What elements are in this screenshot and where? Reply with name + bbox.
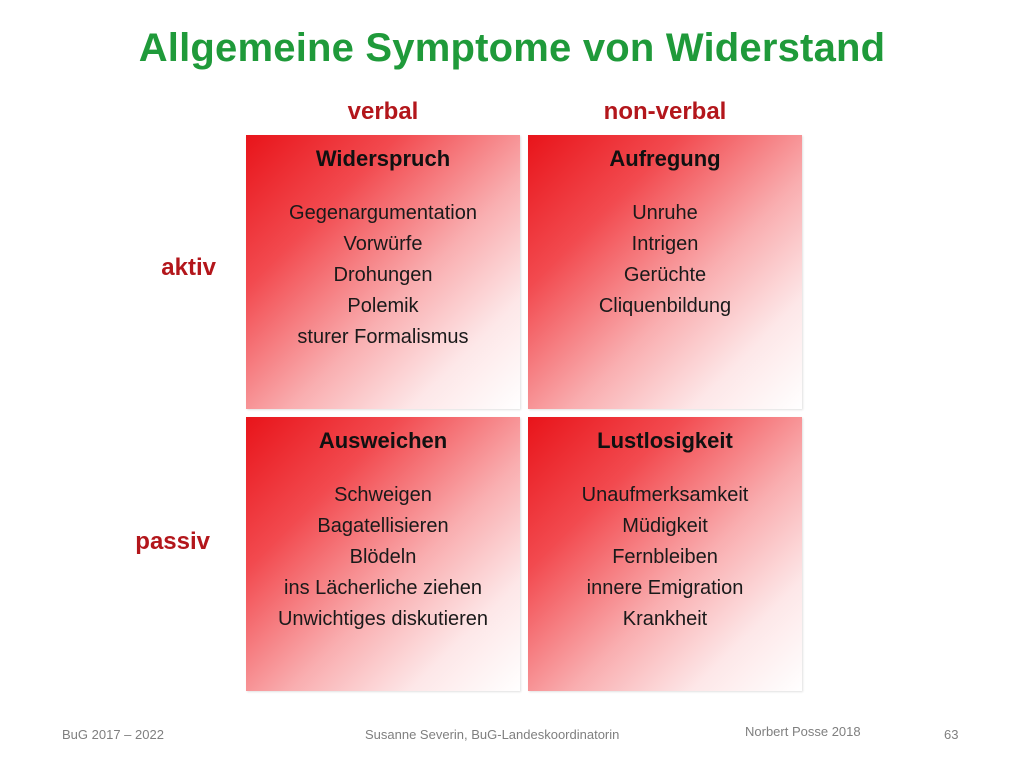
list-item: Gegenargumentation bbox=[289, 202, 477, 224]
list-item: Bagatellisieren bbox=[317, 515, 449, 537]
cell-title: Widerspruch bbox=[315, 146, 451, 171]
list-item: Gerüchte bbox=[623, 264, 707, 286]
column-header-verbal: verbal bbox=[347, 98, 419, 125]
list-item: Vorwürfe bbox=[343, 233, 423, 255]
list-item: sturer Formalismus bbox=[297, 326, 469, 348]
footer-program-dates: BuG 2017 – 2022 bbox=[62, 727, 164, 742]
column-header-non-verbal: non-verbal bbox=[603, 98, 727, 125]
cell-title: Aufregung bbox=[609, 146, 721, 171]
list-item: Polemik bbox=[347, 295, 419, 317]
matrix-cell-ausweichen: Ausweichen Schweigen Bagatellisieren Blö… bbox=[246, 417, 520, 691]
list-item: Intrigen bbox=[631, 233, 699, 255]
list-item: Unaufmerksamkeit bbox=[581, 484, 749, 506]
list-item: innere Emigration bbox=[586, 577, 744, 599]
row-header-aktiv: aktiv bbox=[161, 254, 216, 281]
list-item: Krankheit bbox=[622, 608, 708, 630]
list-item: Schweigen bbox=[334, 484, 432, 506]
cell-title: Ausweichen bbox=[318, 428, 448, 453]
cell-item-list: Schweigen Bagatellisieren Blödeln ins Lä… bbox=[246, 480, 520, 635]
slide-title: Allgemeine Symptome von Widerstand bbox=[138, 26, 886, 70]
cell-item-list: Unruhe Intrigen Gerüchte Cliquenbildung bbox=[528, 198, 802, 322]
list-item: Unwichtiges diskutieren bbox=[277, 608, 489, 630]
footer-author-credit: Norbert Posse 2018 bbox=[745, 724, 861, 739]
list-item: Blödeln bbox=[349, 546, 417, 568]
footer-presenter: Susanne Severin, BuG-Landeskoordinatorin bbox=[365, 727, 620, 742]
matrix-cell-lustlosigkeit: Lustlosigkeit Unaufmerksamkeit Müdigkeit… bbox=[528, 417, 802, 691]
row-header-passiv: passiv bbox=[135, 528, 210, 555]
list-item: ins Lächerliche ziehen bbox=[284, 577, 482, 599]
list-item: Cliquenbildung bbox=[598, 295, 732, 317]
page-number: 63 bbox=[944, 727, 959, 742]
list-item: Müdigkeit bbox=[622, 515, 708, 537]
matrix-cell-widerspruch: Widerspruch Gegenargumentation Vorwürfe … bbox=[246, 135, 520, 409]
matrix-cell-aufregung: Aufregung Unruhe Intrigen Gerüchte Cliqu… bbox=[528, 135, 802, 409]
cell-item-list: Gegenargumentation Vorwürfe Drohungen Po… bbox=[246, 198, 520, 353]
list-item: Unruhe bbox=[632, 202, 698, 224]
list-item: Drohungen bbox=[333, 264, 433, 286]
cell-title: Lustlosigkeit bbox=[597, 428, 733, 453]
cell-item-list: Unaufmerksamkeit Müdigkeit Fernbleiben i… bbox=[528, 480, 802, 635]
list-item: Fernbleiben bbox=[612, 546, 718, 568]
